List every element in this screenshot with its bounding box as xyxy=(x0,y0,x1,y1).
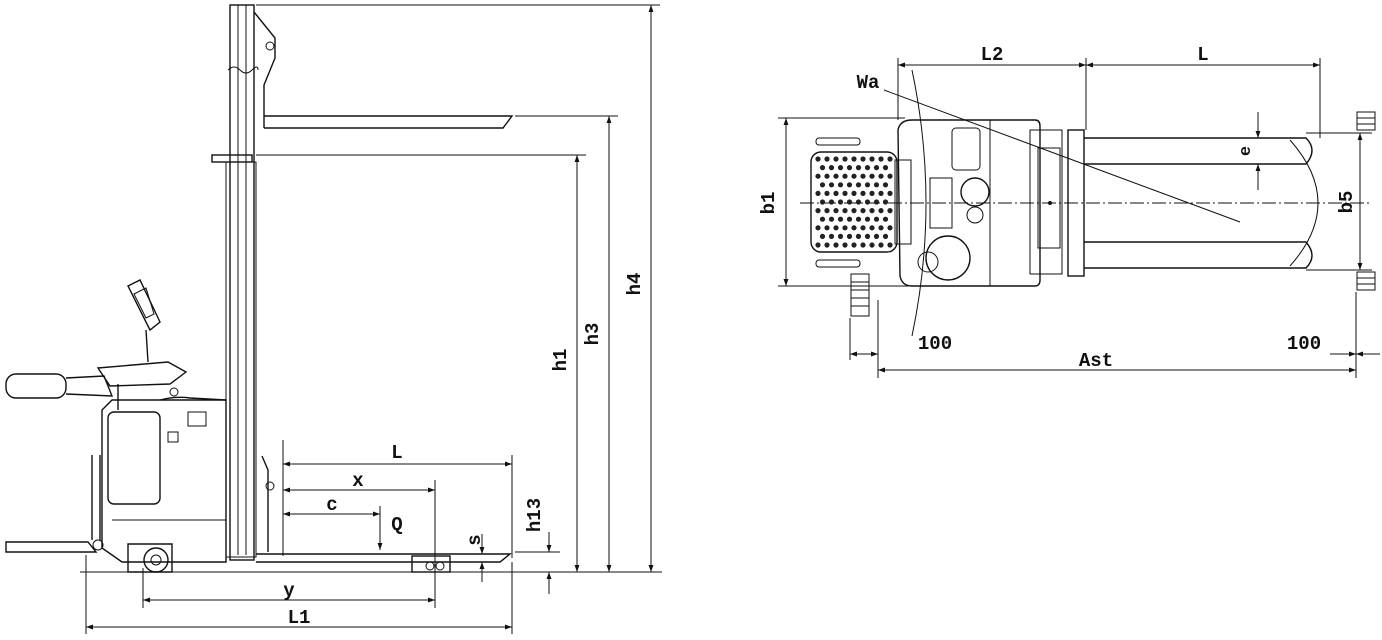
mast xyxy=(211,4,259,561)
operator-platform xyxy=(5,455,104,553)
tiller-handle xyxy=(5,279,188,410)
top-body xyxy=(894,119,1063,287)
lowered-fork xyxy=(256,455,512,573)
turning-arc xyxy=(911,69,927,337)
dim-label-h4: h4 xyxy=(624,273,646,296)
dim-label-h3: h3 xyxy=(582,323,604,346)
dim-label-Wa: Wa xyxy=(857,72,880,94)
dim-label-100-left: 100 xyxy=(918,333,952,355)
dim-label-L-top: L xyxy=(1197,44,1208,66)
side-dimensions: L x c Q s h13 h1 xyxy=(85,4,660,634)
dim-label-L2: L2 xyxy=(981,44,1004,66)
truck-body xyxy=(101,396,227,563)
radius-line xyxy=(883,89,1241,223)
label-Q: Q xyxy=(391,514,402,536)
raised-fork xyxy=(253,11,514,129)
drive-wheel xyxy=(127,543,173,573)
dim-label-x: x xyxy=(352,470,363,492)
dim-label-y: y xyxy=(283,580,295,602)
dim-label-s: s xyxy=(464,534,486,545)
dim-label-L1: L1 xyxy=(288,607,311,629)
dim-label-e: e xyxy=(1237,146,1256,156)
side-bars xyxy=(815,137,861,268)
dim-label-100-right: 100 xyxy=(1287,333,1321,355)
dim-label-Ast: Ast xyxy=(1079,350,1113,372)
top-forks xyxy=(1067,129,1319,277)
dim-label-b1: b1 xyxy=(758,192,780,215)
platform-plate xyxy=(810,151,898,253)
top-dimensions: L2 L Wa b1 e b5 100 xyxy=(758,44,1380,378)
side-view: L x c Q s h13 h1 xyxy=(5,4,662,634)
dim-label-L: L xyxy=(391,442,402,464)
dim-label-h13: h13 xyxy=(524,498,546,532)
dim-label-h1: h1 xyxy=(550,349,572,372)
dim-label-b5: b5 xyxy=(1336,191,1358,214)
top-view: L2 L Wa b1 e b5 100 xyxy=(758,44,1380,378)
dim-label-c: c xyxy=(326,494,337,516)
wall-symbols xyxy=(850,111,1376,317)
